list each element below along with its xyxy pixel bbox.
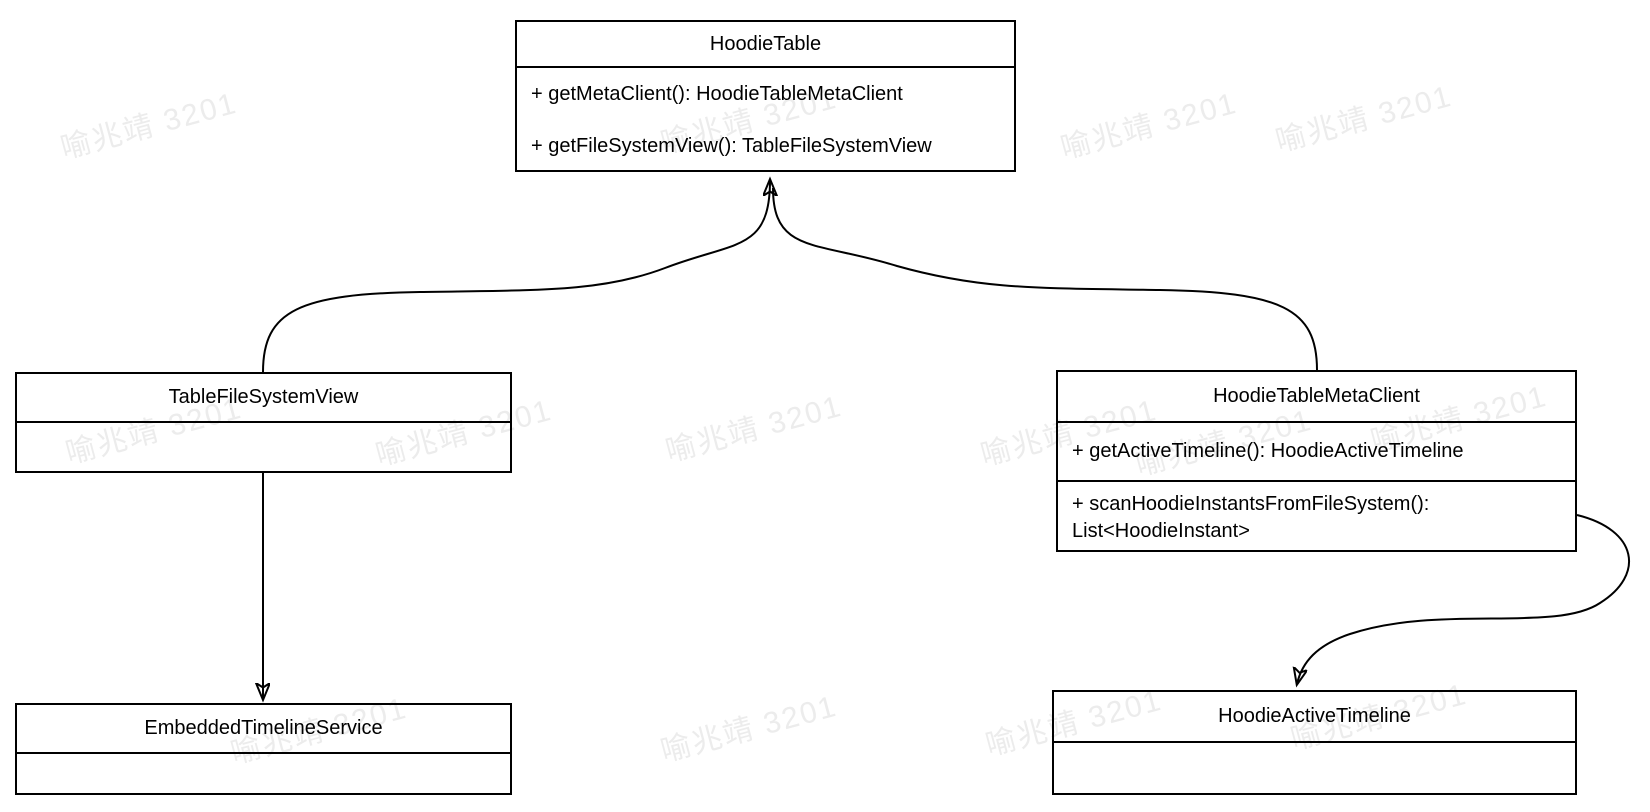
class-title: HoodieTable	[517, 22, 1014, 68]
edge-metaclient-to-activetimeline	[1297, 514, 1630, 684]
class-empty-compartment	[1054, 743, 1575, 793]
class-method: + getActiveTimeline(): HoodieActiveTimel…	[1072, 440, 1464, 462]
class-method: + getFileSystemView(): TableFileSystemVi…	[531, 134, 932, 157]
class-title: HoodieTableMetaClient	[1058, 372, 1575, 423]
class-box-hoodietable: HoodieTable + getMetaClient(): HoodieTab…	[515, 20, 1016, 172]
edge-metaclient-to-hoodietable	[772, 187, 1318, 371]
class-title: EmbeddedTimelineService	[17, 705, 510, 754]
class-title: HoodieActiveTimeline	[1054, 692, 1575, 743]
edge-filesystemview-to-hoodietable	[262, 180, 770, 373]
class-box-hoodieactivetimeline: HoodieActiveTimeline	[1052, 690, 1577, 795]
class-method: + getMetaClient(): HoodieTableMetaClient	[531, 82, 903, 105]
class-empty-compartment	[17, 754, 510, 793]
class-title: TableFileSystemView	[17, 374, 510, 423]
class-box-hoodietablemetaclient: HoodieTableMetaClient + getActiveTimelin…	[1056, 370, 1577, 552]
class-method: + scanHoodieInstantsFromFileSystem(): Li…	[1058, 480, 1575, 550]
class-box-tablefilesystemview: TableFileSystemView	[15, 372, 512, 473]
class-empty-compartment	[17, 423, 510, 471]
class-box-embeddedtimelineservice: EmbeddedTimelineService	[15, 703, 512, 795]
